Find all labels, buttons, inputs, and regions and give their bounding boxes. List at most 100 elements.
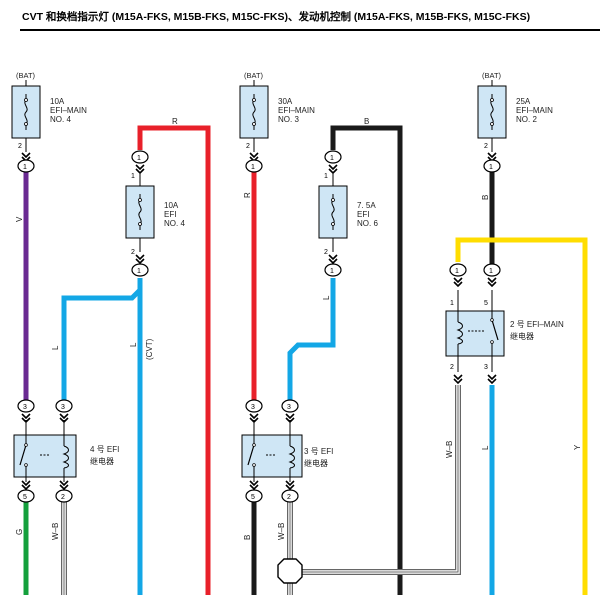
wire-yellow <box>455 237 588 595</box>
svg-text:2: 2 <box>131 249 135 256</box>
svg-text:2: 2 <box>484 143 488 150</box>
fuse-efi-main-no2: (BAT) 25A EFI–MAIN NO. 2 2 <box>477 71 553 150</box>
relay2-chevron-right <box>487 374 497 384</box>
relay2-chevron-left <box>453 374 463 384</box>
svg-text:1: 1 <box>324 173 328 180</box>
wire-label-wb-relay2: W–B <box>445 441 454 458</box>
relay4-connector-bot-right: 2 <box>55 480 73 503</box>
svg-text:1: 1 <box>489 164 493 171</box>
svg-text:3: 3 <box>287 404 291 411</box>
connector-g: 1 <box>483 152 501 173</box>
relay-2-efi-main: 1 5 2 3 2 号 EFI–MAIN 继电器 <box>445 290 564 372</box>
wire-label-l-cvt: L <box>129 342 138 347</box>
svg-text:10A: 10A <box>164 201 179 210</box>
svg-text:NO. 6: NO. 6 <box>357 219 378 228</box>
svg-text:2: 2 <box>246 143 250 150</box>
wire-label-v: V <box>15 216 24 222</box>
fuse-efi-no6: 1 7. 5A EFI NO. 6 2 <box>318 173 378 256</box>
svg-text:2: 2 <box>18 143 22 150</box>
fuse-efi-no4: 1 10A EFI NO. 4 2 <box>125 173 185 256</box>
wire-label-b-relay2: B <box>481 195 490 200</box>
svg-text:3: 3 <box>61 404 65 411</box>
svg-text:7. 5A: 7. 5A <box>357 201 376 210</box>
svg-text:30A: 30A <box>278 97 293 106</box>
svg-text:EFI–MAIN: EFI–MAIN <box>50 106 87 115</box>
svg-text:1: 1 <box>137 268 141 275</box>
wire-label-wb-relay4: W–B <box>51 523 60 540</box>
svg-text:继电器: 继电器 <box>510 331 534 341</box>
svg-text:NO. 4: NO. 4 <box>164 219 185 228</box>
connector-h: 1 <box>449 263 467 287</box>
wire-red-cvt <box>137 125 211 595</box>
svg-text:EFI–MAIN: EFI–MAIN <box>278 106 315 115</box>
connector-e: 1 <box>324 150 342 174</box>
wire-black-top <box>330 125 403 595</box>
svg-text:5: 5 <box>484 300 488 307</box>
relay4-connector-top-right: 3 <box>55 399 73 423</box>
relay3-connector-bot-left: 5 <box>245 480 263 503</box>
page-title: CVT 和换档指示灯 (M15A-FKS, M15B-FKS, M15C-FKS… <box>22 11 531 23</box>
wire-label-cvt: (CVT) <box>145 338 154 360</box>
svg-text:NO. 4: NO. 4 <box>50 115 71 124</box>
wire-blue-relay3 <box>287 278 336 400</box>
svg-text:1: 1 <box>23 164 27 171</box>
svg-text:5: 5 <box>23 494 27 501</box>
fuse-efi-main-no4: (BAT) 10A EFI–MAIN NO. 4 2 <box>11 71 87 150</box>
svg-text:4 号 EFI: 4 号 EFI <box>90 445 119 454</box>
wire-label-r-top: R <box>172 117 178 126</box>
svg-text:3: 3 <box>251 404 255 411</box>
svg-text:1: 1 <box>455 268 459 275</box>
connector-d: 1 <box>245 152 263 173</box>
ground-splice <box>277 558 303 584</box>
wire-label-wb-relay3: W–B <box>277 523 286 540</box>
svg-text:(BAT): (BAT) <box>482 71 502 80</box>
svg-text:2: 2 <box>450 364 454 371</box>
wire-label-g: G <box>15 529 24 535</box>
svg-text:继电器: 继电器 <box>304 458 328 468</box>
svg-text:1: 1 <box>450 300 454 307</box>
svg-text:1: 1 <box>251 164 255 171</box>
relay-3-efi: 3 号 EFI 继电器 <box>241 434 333 478</box>
wire-label-l-relay3: L <box>322 295 331 300</box>
svg-text:1: 1 <box>330 268 334 275</box>
svg-text:继电器: 继电器 <box>90 456 114 466</box>
svg-text:1: 1 <box>137 155 141 162</box>
svg-text:10A: 10A <box>50 97 65 106</box>
wire-wb-relay2 <box>300 385 461 575</box>
wire-label-l-relay4: L <box>51 345 60 350</box>
wire-label-b-relay3: B <box>243 535 252 540</box>
relay3-connector-bot-right: 2 <box>281 480 299 503</box>
relay4-connector-bot-left: 5 <box>17 480 35 503</box>
svg-text:25A: 25A <box>516 97 531 106</box>
svg-text:5: 5 <box>251 494 255 501</box>
wire-label-r-relay3: R <box>243 192 252 198</box>
wire-label-b-top: B <box>364 117 369 126</box>
svg-text:1: 1 <box>489 268 493 275</box>
svg-text:(BAT): (BAT) <box>16 71 36 80</box>
svg-text:EFI–MAIN: EFI–MAIN <box>516 106 553 115</box>
relay3-connector-top-left: 3 <box>245 399 263 423</box>
relay3-connector-top-right: 3 <box>281 399 299 423</box>
connector-c: 1 <box>131 254 149 277</box>
svg-text:(BAT): (BAT) <box>244 71 264 80</box>
svg-text:3: 3 <box>23 404 27 411</box>
svg-text:3: 3 <box>484 364 488 371</box>
svg-text:1: 1 <box>330 155 334 162</box>
svg-text:1: 1 <box>131 173 135 180</box>
svg-text:3 号 EFI: 3 号 EFI <box>304 447 333 456</box>
svg-text:2: 2 <box>324 249 328 256</box>
relay4-connector-top-left: 3 <box>17 399 35 423</box>
title-rule <box>20 29 600 31</box>
svg-text:2 号 EFI–MAIN: 2 号 EFI–MAIN <box>510 320 564 329</box>
wire-blue-relay4 <box>61 278 143 400</box>
connector-i: 1 <box>483 263 501 287</box>
relay-4-efi: 4 号 EFI 继电器 <box>13 434 119 478</box>
wire-label-y: Y <box>573 444 582 450</box>
svg-text:NO. 2: NO. 2 <box>516 115 537 124</box>
connector-b: 1 <box>131 150 149 174</box>
svg-text:NO. 3: NO. 3 <box>278 115 299 124</box>
svg-text:2: 2 <box>61 494 65 501</box>
connector-f: 1 <box>324 254 342 277</box>
connector-a: 1 <box>17 152 35 173</box>
